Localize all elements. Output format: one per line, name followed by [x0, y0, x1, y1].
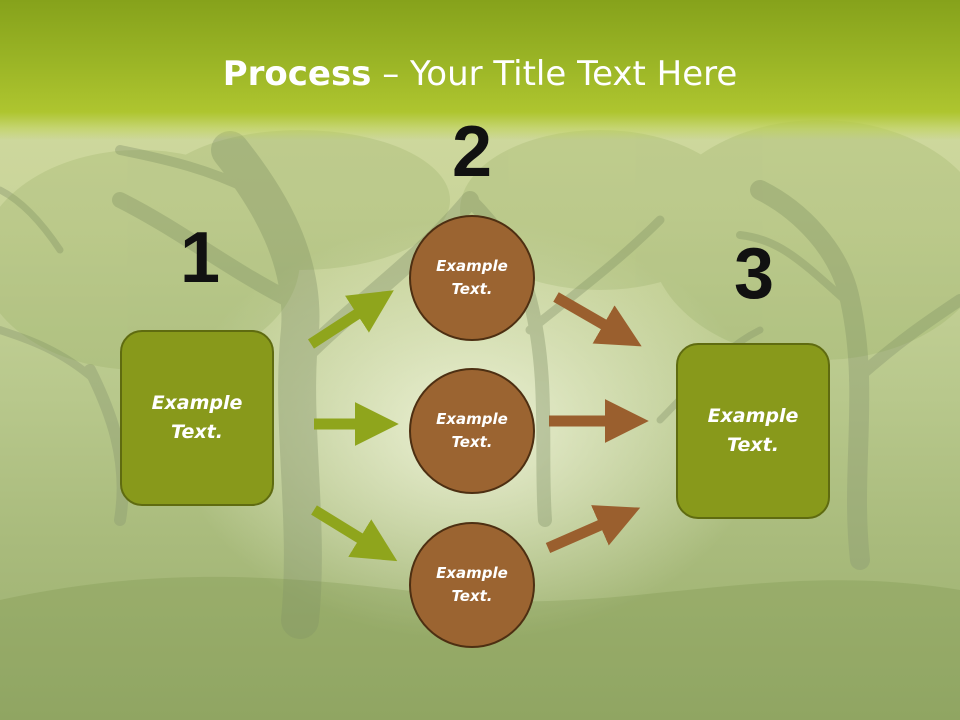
step-3-text-line2: Text.	[727, 434, 779, 456]
arrow-brown-up	[545, 505, 641, 554]
circle-1-text-line1: Example	[436, 257, 508, 275]
title-rest: – Your Title Text Here	[371, 54, 738, 94]
circle-3-text-line2: Text.	[451, 587, 493, 605]
step-number-2: 2	[451, 112, 493, 192]
step-1-box: Example Text.	[120, 330, 274, 506]
title-bar	[0, 0, 960, 140]
step-1-text-line1: Example	[151, 392, 243, 414]
circle-3-text-line1: Example	[436, 564, 508, 582]
arrow-green-down	[311, 505, 398, 562]
arrow-green-up	[308, 290, 394, 349]
step-number-3: 3	[733, 234, 775, 314]
circle-1: Example Text.	[409, 215, 535, 341]
step-number-1: 1	[179, 218, 221, 298]
title-bold-part: Process	[222, 54, 372, 94]
slide-title: Process – Your Title Text Here	[0, 50, 960, 98]
circle-2-text-line2: Text.	[451, 433, 493, 451]
circle-2: Example Text.	[409, 368, 535, 494]
circle-1-text-line2: Text.	[451, 280, 493, 298]
arrow-brown-down	[553, 292, 642, 347]
circle-2-text-line1: Example	[436, 410, 508, 428]
step-3-text-line1: Example	[707, 405, 799, 427]
circle-3: Example Text.	[409, 522, 535, 648]
step-3-box: Example Text.	[676, 343, 830, 519]
step-1-text-line2: Text.	[171, 421, 223, 443]
